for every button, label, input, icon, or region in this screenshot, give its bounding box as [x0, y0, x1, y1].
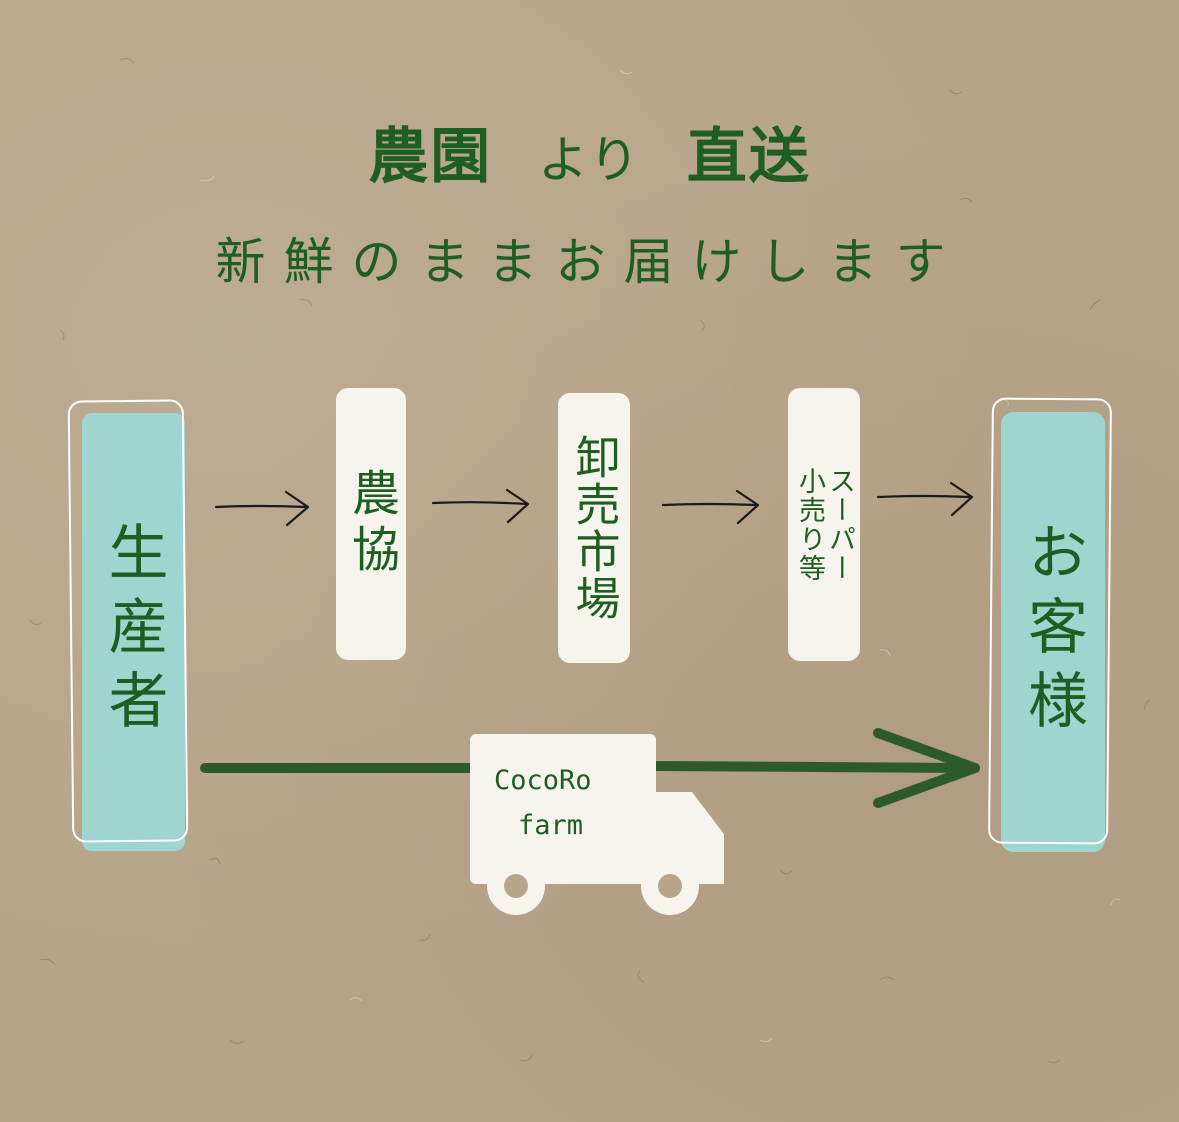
arrow-wholesale-to-retail	[661, 489, 760, 525]
delivery-truck-icon	[470, 734, 724, 915]
title-from: より	[538, 131, 641, 189]
title-direct: 直送	[686, 122, 811, 192]
arrow-retail-to-customer	[876, 481, 974, 517]
node-retail-line1: スーパー	[824, 466, 855, 583]
title-farm: 農園	[368, 122, 493, 192]
customer-box: お客様	[1001, 412, 1105, 852]
direct-arrow-right	[647, 761, 980, 773]
node-ja-label: 農協	[343, 468, 399, 580]
truck-brand-line2: farm	[518, 810, 584, 841]
truck-brand-line1: CocoRo	[494, 765, 592, 796]
producer-box: 生産者	[82, 413, 185, 851]
arrow-ja-to-wholesale	[431, 488, 530, 524]
customer-label: お客様	[1017, 521, 1088, 743]
direct-arrow-head	[873, 728, 980, 808]
node-retail-box: スーパー 小売り等	[788, 388, 860, 661]
node-retail-label: スーパー 小売り等	[794, 466, 855, 583]
node-ja-box: 農協	[336, 388, 406, 660]
node-retail-line2: 小売り等	[794, 466, 825, 583]
arrow-producer-to-ja	[214, 490, 310, 527]
subtitle: 新鮮のままお届けします	[215, 233, 964, 291]
producer-label: 生産者	[98, 521, 168, 743]
node-wholesale-label: 卸売市場	[567, 434, 621, 622]
node-wholesale-box: 卸売市場	[558, 393, 630, 663]
main-title: 農園 より 直送	[0, 108, 1179, 195]
